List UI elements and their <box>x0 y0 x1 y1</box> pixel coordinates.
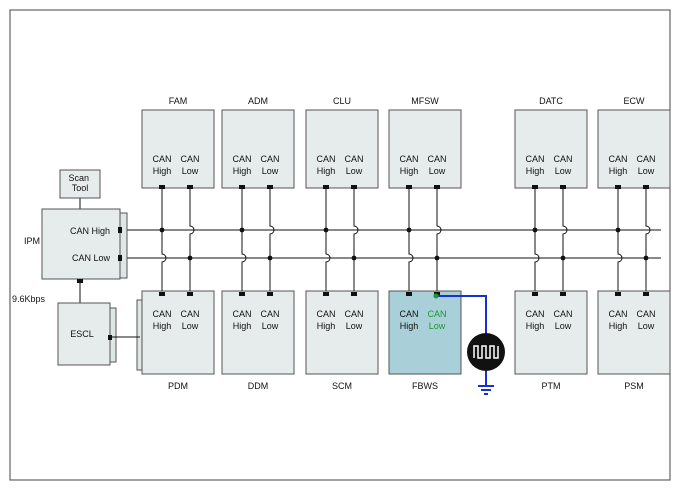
module-name-adm: ADM <box>248 96 268 106</box>
ipm-label: IPM <box>24 236 40 246</box>
escl-module: ESCL <box>57 302 117 366</box>
ipm-module: IPM CAN High CAN Low <box>24 208 128 280</box>
pin <box>187 185 193 189</box>
module-name-ddm: DDM <box>248 381 269 391</box>
can-bus-wires <box>122 188 661 291</box>
pin <box>560 292 566 296</box>
ipm-can-high-label: CAN High <box>70 226 110 236</box>
pdm-side-connector <box>136 299 143 371</box>
pin <box>159 185 165 189</box>
pin <box>615 185 621 189</box>
module-name-clu: CLU <box>333 96 351 106</box>
pin <box>239 185 245 189</box>
ipm-can-low-label: CAN Low <box>72 253 111 263</box>
pin <box>323 185 329 189</box>
pin <box>239 292 245 296</box>
pin <box>615 292 621 296</box>
pin <box>560 185 566 189</box>
pin <box>406 185 412 189</box>
pin <box>643 292 649 296</box>
module-name-ptm: PTM <box>542 381 561 391</box>
pin <box>267 292 273 296</box>
scan-tool: Scan Tool <box>59 169 101 199</box>
pin <box>643 185 649 189</box>
pin <box>406 292 412 296</box>
scan-tool-label: Scan Tool <box>68 173 91 193</box>
module-name-fbws: FBWS <box>412 381 438 391</box>
escl-label: ESCL <box>70 329 94 339</box>
module-name-ecw: ECW <box>624 96 646 106</box>
pin <box>159 292 165 296</box>
escl-link-speed: 9.6Kbps <box>12 294 46 304</box>
pin <box>532 185 538 189</box>
module-name-datc: DATC <box>539 96 563 106</box>
pin <box>323 292 329 296</box>
module-name-psm: PSM <box>624 381 644 391</box>
module-name-fam: FAM <box>169 96 188 106</box>
scan-tool-label-line1: Scan <box>68 173 89 183</box>
fault-to-ground <box>433 293 505 395</box>
module-name-pdm: PDM <box>168 381 188 391</box>
pin <box>351 185 357 189</box>
pin <box>434 185 440 189</box>
scan-tool-label-line2: Tool <box>72 183 89 193</box>
pin <box>267 185 273 189</box>
pin <box>532 292 538 296</box>
pin <box>351 292 357 296</box>
pin <box>187 292 193 296</box>
module-name-scm: SCM <box>332 381 352 391</box>
module-name-mfsw: MFSW <box>411 96 439 106</box>
